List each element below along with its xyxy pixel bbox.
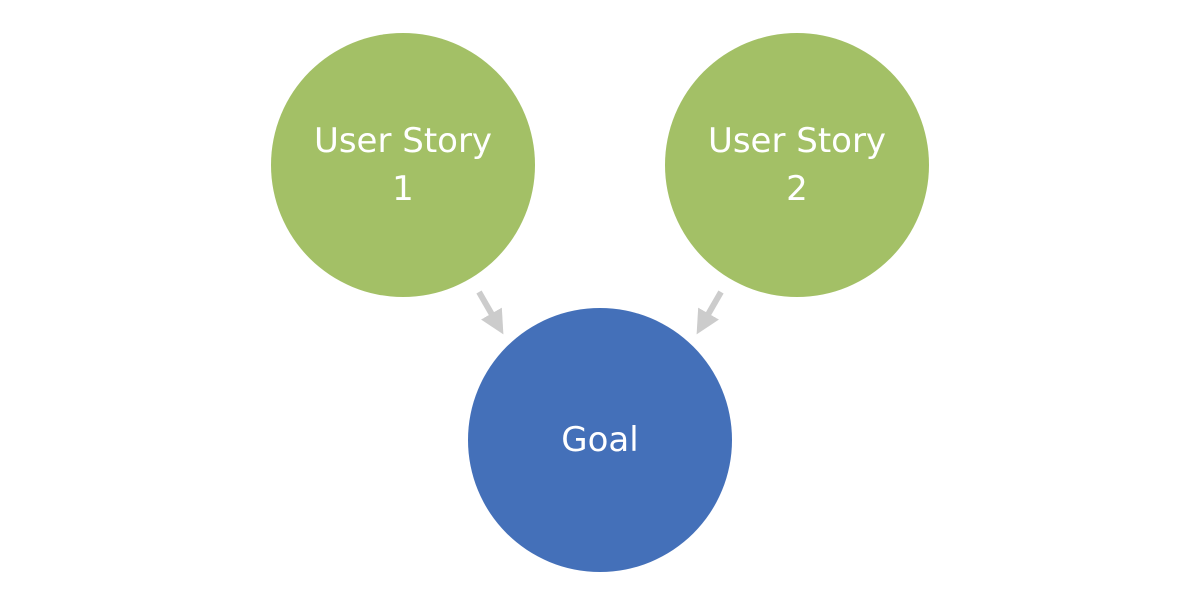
goal-label: Goal bbox=[561, 420, 639, 460]
arrow-story1-to-goal bbox=[476, 290, 504, 335]
user-story-2-node: User Story 2 bbox=[665, 33, 929, 297]
user-story-1-label: User Story 1 bbox=[313, 121, 493, 209]
user-story-2-label: User Story 2 bbox=[707, 121, 887, 209]
user-story-1-node: User Story 1 bbox=[271, 33, 535, 297]
arrow-story2-to-goal bbox=[696, 290, 724, 335]
goal-node: Goal bbox=[468, 308, 732, 572]
